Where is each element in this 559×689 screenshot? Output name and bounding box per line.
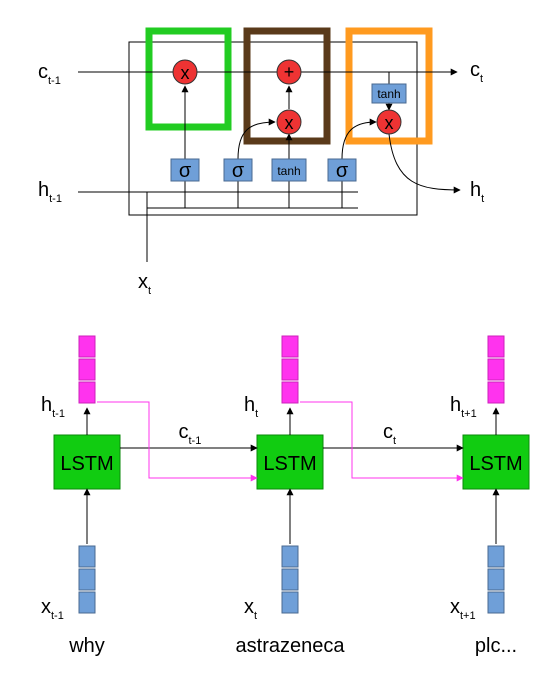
hidden-vector-cell [487, 381, 505, 404]
input-vector [281, 545, 299, 614]
svg-text:tanh: tanh [277, 164, 300, 178]
lstm-step-2: LSTM ht+1 xt+1 plc... [450, 335, 530, 657]
input-vector [78, 545, 96, 614]
input-word: why [68, 635, 105, 657]
input-gate-box [243, 27, 331, 145]
svg-text:σ: σ [336, 160, 349, 182]
output-gate-arrow [341, 118, 377, 160]
label-h: ht-1 [41, 394, 65, 420]
input-vector-cell [487, 568, 505, 591]
add-op: + [276, 59, 302, 85]
hidden-state-vector [78, 335, 96, 404]
label-c-prev: ct-1 [38, 61, 61, 87]
svg-text:x: x [385, 113, 394, 133]
forget-gate-box [145, 27, 232, 131]
input-gate-arrow [237, 118, 276, 160]
hidden-vector-cell [487, 335, 505, 358]
hidden-state-vector [281, 335, 299, 404]
label-c-link: ct-1 [179, 421, 202, 447]
lstm-block-label: LSTM [469, 453, 522, 475]
hidden-vector-cell [78, 381, 96, 404]
input-vector-cell [78, 568, 96, 591]
hidden-state-link [97, 401, 258, 482]
hidden-vector-cell [281, 335, 299, 358]
label-c-link: ct [383, 421, 396, 447]
sigma-forget-box: σ [170, 158, 200, 182]
sigma-input-box: σ [223, 158, 253, 182]
hidden-vector-cell [281, 358, 299, 381]
input-vector-cell [487, 545, 505, 568]
hidden-vector-cell [78, 358, 96, 381]
svg-text:+: + [284, 62, 295, 82]
multiply-op-output: x [376, 109, 402, 135]
input-vector-cell [487, 591, 505, 614]
output-to-h-arrow [388, 133, 461, 194]
svg-text:tanh: tanh [377, 87, 400, 101]
input-word: astrazeneca [236, 635, 346, 657]
input-vector-cell [78, 591, 96, 614]
hidden-state-link [300, 401, 464, 482]
label-x: xt-1 [41, 596, 64, 622]
input-vector-cell [281, 545, 299, 568]
label-c-next: ct [470, 59, 483, 85]
label-x: xt+1 [450, 596, 476, 622]
label-h: ht [244, 394, 258, 420]
lstm-cell-diagram: x + x x σ σ tanh σ [38, 27, 484, 297]
svg-text:x: x [181, 63, 190, 83]
input-word: plc... [475, 635, 517, 657]
tanh-output-box: tanh [371, 83, 407, 104]
input-vector-cell [281, 591, 299, 614]
label-x-input: xt [138, 271, 151, 297]
hidden-state-vector [487, 335, 505, 404]
lstm-block [256, 434, 324, 490]
svg-text:x: x [285, 113, 294, 133]
sigma-output-box: σ [327, 158, 357, 182]
tanh-candidate-box: tanh [271, 158, 307, 182]
label-x: xt [244, 596, 257, 622]
input-vector [487, 545, 505, 614]
hidden-vector-cell [78, 335, 96, 358]
svg-text:σ: σ [179, 160, 192, 182]
cell-boundary [128, 41, 418, 216]
multiply-op-input: x [276, 109, 302, 135]
label-h-prev: ht-1 [38, 179, 62, 205]
label-h: ht+1 [450, 394, 477, 420]
output-gate-box [345, 27, 433, 145]
lstm-block-label: LSTM [60, 453, 113, 475]
label-h-next: ht [470, 179, 484, 205]
input-vector-cell [281, 568, 299, 591]
lstm-block-label: LSTM [263, 453, 316, 475]
lstm-step-1: LSTM ht xt astrazeneca [236, 335, 346, 657]
lstm-block [53, 434, 121, 490]
input-vector-cell [78, 545, 96, 568]
multiply-op-forget: x [172, 59, 198, 85]
svg-text:σ: σ [232, 160, 245, 182]
hidden-vector-cell [281, 381, 299, 404]
hidden-vector-cell [487, 358, 505, 381]
